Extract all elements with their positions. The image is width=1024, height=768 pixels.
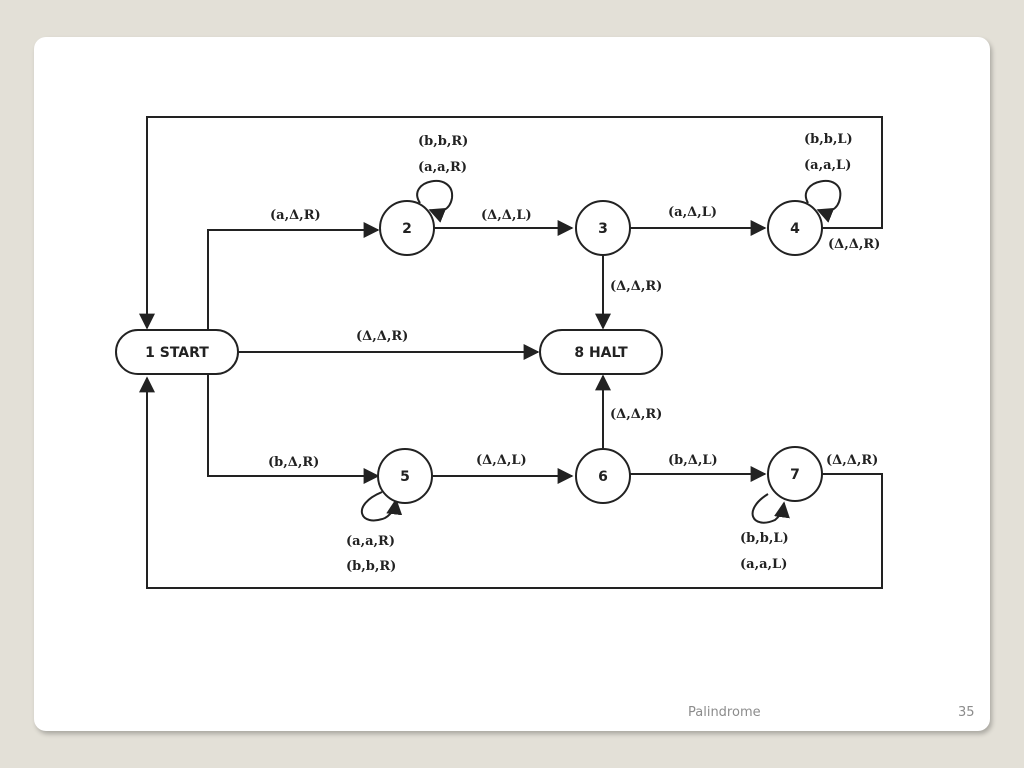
page-number: 35 (958, 705, 975, 720)
loop-7 (751, 493, 790, 524)
state-5 (377, 448, 433, 504)
state-2-label: 2 (402, 221, 412, 237)
turing-machine-diagram: 1 START 8 HALT 2 3 4 5 6 7 (a,Δ,R) (b,b,… (115, 116, 883, 589)
label-6-to-8: (Δ,Δ,R) (610, 407, 662, 422)
label-7-loop-a: (a,a,L) (740, 557, 787, 572)
loop-2 (416, 180, 454, 223)
label-1-to-5: (b,Δ,R) (268, 455, 319, 470)
state-5-label: 5 (400, 469, 410, 485)
edge-7-to-1 (139, 376, 883, 589)
footer-title: Palindrome (688, 705, 761, 720)
edge-4-to-1 (139, 116, 883, 330)
label-5-to-6: (Δ,Δ,L) (476, 453, 527, 468)
label-4-loop-a: (a,a,L) (804, 158, 851, 173)
state-2 (379, 200, 435, 256)
state-halt-label: 8 HALT (574, 345, 628, 361)
label-3-to-8: (Δ,Δ,R) (610, 279, 662, 294)
label-2-loop-b: (b,b,R) (418, 134, 468, 149)
state-6 (575, 448, 631, 504)
state-3-label: 3 (598, 221, 608, 237)
state-3 (575, 200, 631, 256)
label-7-loop-b: (b,b,L) (740, 531, 789, 546)
label-2-loop-a: (a,a,R) (418, 160, 467, 175)
state-start (115, 329, 239, 375)
label-3-to-4: (a,Δ,L) (668, 205, 717, 220)
label-7-to-1: (Δ,Δ,R) (826, 453, 878, 468)
state-4-label: 4 (790, 221, 800, 237)
label-1-to-2: (a,Δ,R) (270, 208, 321, 223)
edge-1-to-2 (207, 222, 380, 332)
state-6-label: 6 (598, 469, 608, 485)
loop-4 (804, 180, 842, 223)
state-halt (539, 329, 663, 375)
state-start-label: 1 START (145, 345, 209, 361)
label-5-loop-b: (b,b,R) (346, 559, 396, 574)
loop-5 (361, 491, 403, 522)
label-5-loop-a: (a,a,R) (346, 534, 395, 549)
state-7-label: 7 (790, 467, 800, 483)
state-4 (767, 200, 823, 256)
slide: 1 START 8 HALT 2 3 4 5 6 7 (a,Δ,R) (b,b,… (34, 37, 990, 731)
label-6-to-7: (b,Δ,L) (668, 453, 718, 468)
state-7 (767, 446, 823, 502)
label-4-to-1: (Δ,Δ,R) (828, 237, 880, 252)
label-4-loop-b: (b,b,L) (804, 132, 853, 147)
label-1-to-8: (Δ,Δ,R) (356, 329, 408, 344)
edge-1-to-5 (207, 374, 380, 484)
label-2-to-3: (Δ,Δ,L) (481, 208, 532, 223)
